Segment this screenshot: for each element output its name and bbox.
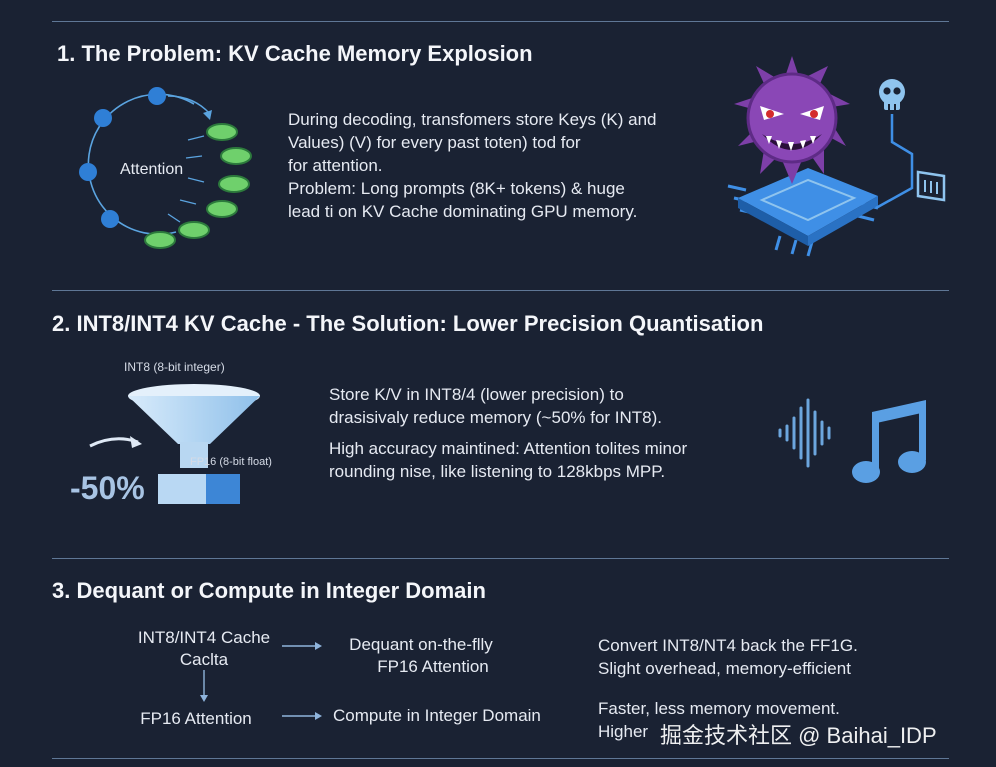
section1-text: During decoding, transfomers store Keys … bbox=[288, 108, 657, 223]
divider-section2 bbox=[52, 290, 949, 291]
sound-wave-icon bbox=[778, 398, 831, 468]
compute-description-line: Faster, less memory movement. bbox=[598, 699, 840, 718]
fp16-attention-node: FP16 Attention bbox=[140, 709, 252, 728]
section1-text-line: Values) (V) for every past toten) tod fo… bbox=[288, 133, 581, 152]
divider-bottom bbox=[52, 758, 949, 759]
dequant-node: Dequant on-the-flly FP16 Attention bbox=[336, 634, 506, 678]
dequant-node-line: FP16 Attention bbox=[377, 657, 489, 676]
compute-integer-node: Compute in Integer Domain bbox=[333, 706, 541, 725]
funnel-icon bbox=[89, 384, 260, 504]
music-note-icon bbox=[852, 400, 926, 483]
section1-text-line: lead ti on KV Cache dominating GPU memor… bbox=[288, 202, 638, 221]
compute-description-line: Higher bbox=[598, 722, 649, 741]
watermark: 掘金技术社区 @ Baihai_IDP bbox=[660, 723, 937, 748]
compute-description: Faster, less memory movement. Higher bbox=[598, 697, 840, 743]
gpu-chip-icon bbox=[727, 168, 879, 257]
section2-text-line: High accuracy maintined: Attention tolit… bbox=[329, 439, 688, 458]
arrow-right-icon bbox=[282, 712, 322, 720]
funnel-side-label: FP16 (8-bit float) bbox=[190, 456, 272, 468]
attention-ring-diagram bbox=[79, 87, 252, 249]
section2-heading: 2. INT8/INT4 KV Cache - The Solution: Lo… bbox=[52, 311, 764, 336]
divider-top bbox=[52, 21, 949, 22]
memory-card-icon bbox=[916, 170, 946, 202]
section1-text-line: for attention. bbox=[288, 156, 383, 175]
section3-heading: 3. Dequant or Compute in Integer Domain bbox=[52, 578, 486, 603]
dequant-node-line: Dequant on-the-flly bbox=[349, 635, 493, 654]
virus-monster-icon bbox=[734, 56, 850, 184]
cache-node-line: INT8/INT4 Cache bbox=[137, 628, 271, 647]
section2-text-b: High accuracy maintined: Attention tolit… bbox=[329, 437, 687, 483]
attention-label: Attention bbox=[120, 161, 184, 178]
reduction-percent: -50% bbox=[70, 470, 145, 506]
funnel-top-label: INT8 (8-bit integer) bbox=[124, 360, 225, 374]
arrow-down-icon bbox=[200, 670, 208, 702]
section2-text-line: rounding nise, like listening to 128kbps… bbox=[329, 462, 666, 481]
section2-text-a: Store K/V in INT8/4 (lower precision) to… bbox=[329, 383, 662, 429]
skull-icon bbox=[875, 79, 914, 210]
section1-heading: 1. The Problem: KV Cache Memory Explosio… bbox=[57, 41, 533, 66]
dequant-description-line: Convert INT8/NT4 back the FF1G. bbox=[598, 636, 858, 655]
section2-text-line: Store K/V in INT8/4 (lower precision) to bbox=[329, 385, 624, 404]
dequant-description: Convert INT8/NT4 back the FF1G. Slight o… bbox=[598, 634, 858, 680]
cache-node-line: Caclta bbox=[179, 650, 229, 669]
divider-section3 bbox=[52, 558, 949, 559]
dequant-description-line: Slight overhead, memory-efficient bbox=[598, 659, 851, 678]
arrow-right-icon bbox=[282, 642, 322, 650]
section1-text-line: Problem: Long prompts (8K+ tokens) & hug… bbox=[288, 179, 625, 198]
section2-text-line: drasisivaly reduce memory (~50% for INT8… bbox=[329, 408, 663, 427]
cache-node: INT8/INT4 Cache Caclta bbox=[124, 627, 284, 671]
section1-text-line: During decoding, transfomers store Keys … bbox=[288, 110, 657, 129]
